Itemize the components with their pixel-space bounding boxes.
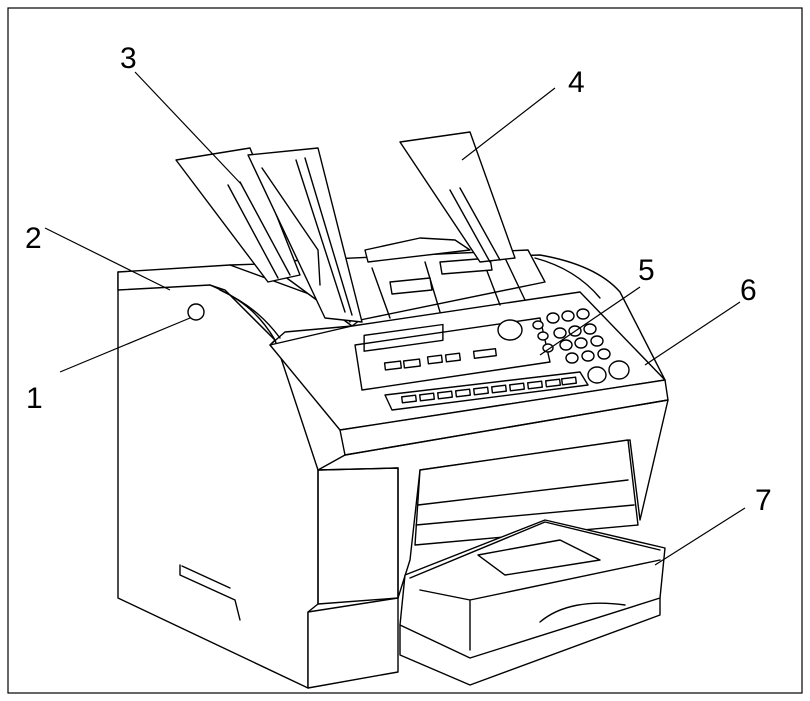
feeder-slot-1 <box>389 257 493 295</box>
function-keys <box>383 347 497 371</box>
leader-lines <box>44 71 746 566</box>
leader-6 <box>644 301 741 366</box>
leader-2 <box>44 227 171 291</box>
printer-left-foot <box>307 597 399 689</box>
leader-4 <box>461 87 556 161</box>
tray-side <box>399 597 661 686</box>
numeric-keypad <box>532 308 630 384</box>
side-handle <box>179 564 241 621</box>
document-guide-left <box>175 147 301 283</box>
leader-3 <box>134 71 243 186</box>
document-catch-tray-inner <box>449 187 501 263</box>
paper-tray-inner <box>477 539 601 576</box>
printer-front-lower <box>317 467 399 605</box>
leader-1 <box>59 317 191 373</box>
callout-7: 7 <box>755 484 772 517</box>
cover-curve-inner <box>219 289 281 339</box>
control-panel-top <box>269 291 666 431</box>
callout-3: 3 <box>120 42 137 75</box>
document-catch-tray <box>399 131 516 263</box>
leader-5 <box>539 286 641 356</box>
panel-frame <box>354 317 551 391</box>
output-slot-inner <box>415 479 635 526</box>
document-tray-extension-inner <box>295 157 353 316</box>
power-switch <box>187 303 205 321</box>
diagram-frame <box>7 7 803 694</box>
callout-2: 2 <box>25 222 42 255</box>
paper-tray-front <box>419 559 661 651</box>
callout-5: 5 <box>638 254 655 287</box>
printer-left-side <box>117 271 319 689</box>
tray-handle <box>539 602 626 623</box>
callout-1: 1 <box>26 382 43 415</box>
printer-back-casing <box>229 254 666 381</box>
callout-6: 6 <box>740 274 757 307</box>
catch-tray-bridge <box>364 237 471 263</box>
callout-4: 4 <box>568 66 585 99</box>
jog-dial <box>497 319 523 341</box>
printer-line-art <box>117 131 669 689</box>
document-tray-back <box>261 167 321 286</box>
paper-tray-top <box>409 521 661 579</box>
one-touch-keys <box>400 376 578 404</box>
panel-frame-lower <box>384 371 589 411</box>
leader-7 <box>654 507 746 566</box>
document-guide-left-inner <box>227 181 291 279</box>
printer-back-casing-inner <box>534 257 601 299</box>
